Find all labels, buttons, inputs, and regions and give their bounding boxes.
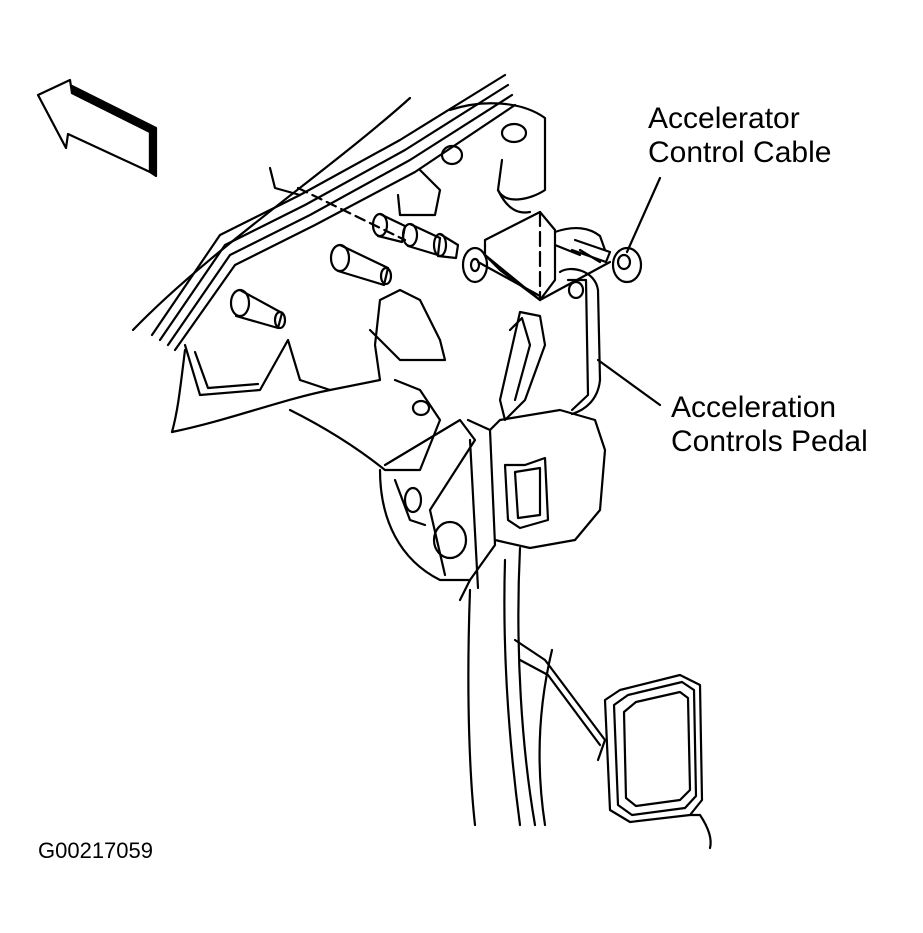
leader-lines [598,178,660,405]
figure-id: G00217059 [38,838,153,863]
pedal-arm [460,269,605,825]
pedal-pad [515,640,711,848]
mounting-bolts [231,188,458,328]
direction-arrow-icon [38,80,156,176]
accelerator-cable-label-line1: Accelerator [648,102,800,135]
accelerator-cable-label-line2: Control Cable [648,136,832,169]
cable-bracket [478,212,580,300]
washer [463,248,487,282]
acceleration-pedal-label: Acceleration Controls Pedal [671,391,868,459]
pedal-bracket-right [498,190,605,250]
acceleration-pedal-label-line1: Acceleration [671,391,837,424]
accelerator-cable-label: Accelerator Control Cable [648,102,831,170]
dash-panel [133,75,515,350]
acceleration-pedal-label-line2: Controls Pedal [671,425,868,458]
pedal-bracket [172,103,545,580]
